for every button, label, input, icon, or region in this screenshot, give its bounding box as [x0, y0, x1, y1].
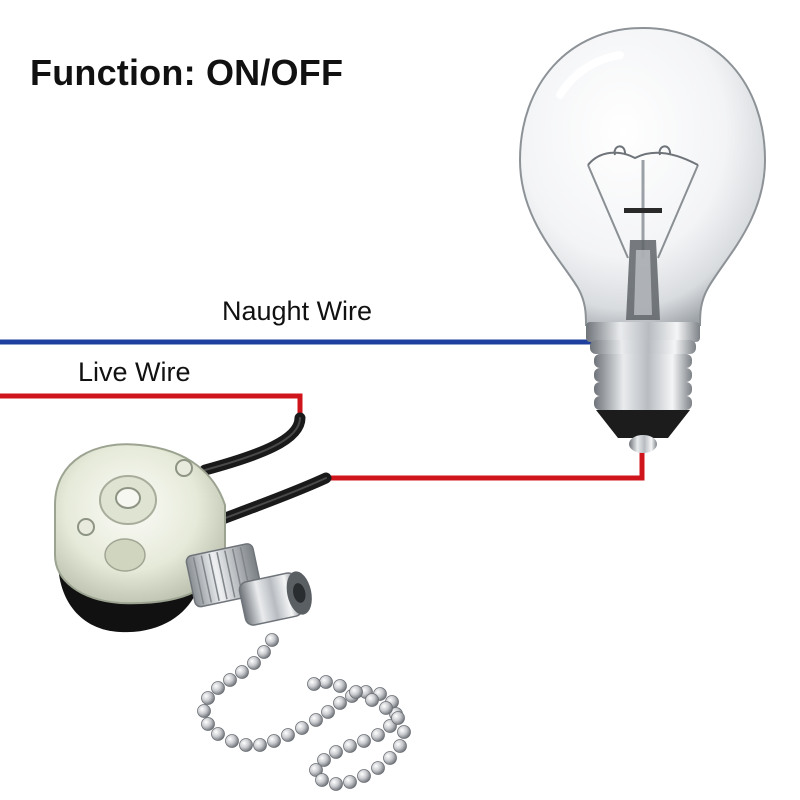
- chain-bead: [295, 721, 309, 735]
- bulb-screw-base: [586, 322, 700, 453]
- chain-bead: [343, 775, 357, 789]
- live-wire: [0, 393, 645, 481]
- chain-bead: [329, 745, 343, 759]
- chain-bead: [315, 773, 329, 787]
- chain-bead: [265, 633, 279, 647]
- chain-bead: [307, 677, 321, 691]
- bead-chain-icon: [197, 633, 411, 791]
- chain-bead: [319, 675, 333, 689]
- chain-bead: [197, 704, 211, 718]
- chain-bead: [365, 693, 379, 707]
- chain-bead: [211, 727, 225, 741]
- chain-bead: [383, 751, 397, 765]
- switch-leads: [199, 412, 332, 526]
- chain-bead: [253, 738, 267, 752]
- chain-bead: [321, 705, 335, 719]
- chain-bead: [397, 725, 411, 739]
- chain-bead: [235, 665, 249, 679]
- chain-bead: [379, 701, 393, 715]
- naught-wire-label: Naught Wire: [222, 296, 373, 326]
- chain-bead: [267, 734, 281, 748]
- chain-bead: [247, 656, 261, 670]
- live-wire-label: Live Wire: [78, 357, 191, 387]
- chain-bead: [223, 673, 237, 687]
- chain-bead: [343, 739, 357, 753]
- pull-chain-switch-icon: [54, 443, 312, 633]
- diagram-title: Function: ON/OFF: [30, 52, 344, 93]
- chain-bead: [239, 738, 253, 752]
- chain-bead: [333, 679, 347, 693]
- chain-bead: [225, 734, 239, 748]
- chain-bead: [201, 717, 215, 731]
- chain-bead: [317, 753, 331, 767]
- chain-bead: [329, 777, 343, 791]
- chain-bead: [371, 728, 385, 742]
- chain-bead: [357, 769, 371, 783]
- chain-bead: [371, 761, 385, 775]
- chain-bead: [211, 681, 225, 695]
- bulb-filament: [587, 145, 699, 320]
- chain-bead: [349, 685, 363, 699]
- chain-bead: [257, 645, 271, 659]
- chain-bead: [201, 691, 215, 705]
- chain-bead: [309, 763, 323, 777]
- chain-bead: [393, 739, 407, 753]
- light-bulb-icon: [518, 26, 767, 453]
- chain-bead: [309, 713, 323, 727]
- chain-bead: [391, 711, 405, 725]
- chain-bead: [357, 734, 371, 748]
- chain-bead: [333, 696, 347, 710]
- chain-bead: [281, 728, 295, 742]
